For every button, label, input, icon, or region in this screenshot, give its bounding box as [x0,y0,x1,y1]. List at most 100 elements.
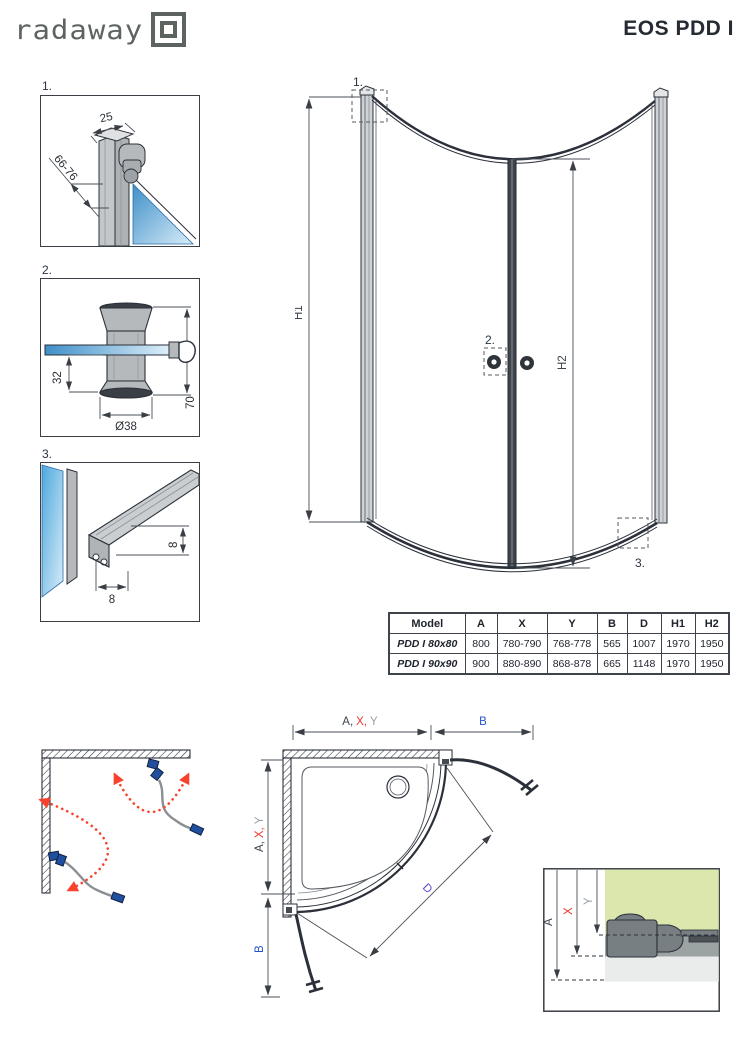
dim-8-height [116,525,189,556]
fig2-label: 2. [42,263,53,277]
dim-d [296,767,494,959]
col-d: D [626,612,662,634]
dim-38 [99,397,153,419]
wall-top [41,749,191,759]
cell-model: PDD I 80x80 [388,633,466,654]
cell-a: 800 [464,633,498,654]
dim-left [261,759,295,998]
door-swing-svg [38,749,205,904]
dim-8w-label: 8 [109,594,115,606]
cell-b: 665 [596,653,628,675]
brand-logo: radaway [14,12,187,47]
dim-66-76 [48,157,109,218]
hinge-icon [150,766,164,782]
callout2-label: 2. [485,333,495,347]
callout2-box [483,347,507,376]
glass-bar [44,344,172,356]
adjust-level-lines [551,934,718,981]
elevation-drawing: H1 H2 1. 2. [293,75,715,590]
hook-clamp [168,341,180,359]
dim-top-axy: A,X,Y [342,716,378,728]
dim-32 [65,354,103,393]
handle-icon [189,823,205,836]
door-open-right [449,758,539,796]
cell-model: PDD I 90x90 [388,653,466,675]
adjust-a-label: A [543,918,555,926]
col-x: X [496,612,548,634]
post-cap [653,87,669,98]
col-h1: H1 [660,612,696,634]
callout3-box [617,517,649,549]
adjust-x-label: X [563,907,575,915]
wall-left [282,757,292,918]
glass-clamp [118,143,146,184]
left-wall-profile [359,85,375,523]
door-swing-plan [35,740,245,925]
swing-arc-right [113,772,190,814]
col-b: B [596,612,628,634]
cell-h2: 1950 [694,633,730,654]
bottom-seal-bar [87,469,200,568]
cell-h1: 1970 [660,653,696,675]
fig1-wall-profile-detail: 25 66-76 [40,95,200,247]
dim-8-width [95,561,129,591]
fig2-knob-detail: 70 32 Ø38 [40,278,200,437]
glass-edge-line [135,179,197,240]
fig3-drawing: 8 8 [41,464,200,606]
cell-a: 900 [464,653,498,675]
dim-h1-label: H1 [295,305,305,320]
adjust-dims [553,870,601,979]
handle-icon [110,891,126,904]
dim-top-b: B [479,716,487,728]
table-header-row: Model A X Y B D H1 H2 [388,612,730,634]
cell-x: 880-890 [496,653,548,675]
center-door-joint [507,158,517,569]
handle-icon [525,784,539,796]
callout1-box [351,89,388,123]
dim-left-b: B [254,945,266,953]
towel-hook [178,340,196,363]
fig1-label: 1. [42,79,53,93]
handle-icon [305,979,321,987]
dim-38-label: Ø38 [115,421,137,433]
fig2-drawing: 70 32 Ø38 [44,302,197,433]
door-knob-left [487,355,501,369]
adjust-y-label: Y [583,897,595,905]
col-h2: H2 [694,612,730,634]
knob-body [98,302,154,399]
top-curved-rail [371,95,656,164]
dim-25-label: 25 [99,111,114,125]
right-wall-profile [653,87,669,524]
cell-b: 565 [596,633,628,654]
size-table-wrap: Model A X Y B D H1 H2 PDD I 80x80 800 78… [388,612,730,675]
wall-zone-light [605,956,719,982]
cell-h2: 1950 [694,653,730,675]
glass-pane [132,183,194,245]
door-left-plan [47,850,126,904]
dim-8h-label: 8 [168,542,180,548]
callout1-label: 1. [353,75,363,89]
wall-end-profile-left [282,903,298,916]
cell-h1: 1970 [660,633,696,654]
fig3-label: 3. [42,447,53,461]
hinge-icon [146,758,160,770]
door-knob-right [520,356,534,370]
dim-h2 [512,158,590,569]
brand-logo-icon [151,12,187,47]
product-title: EOS PDD I [623,17,734,40]
wall-profile-section [606,913,719,958]
dim-top [292,725,534,740]
handle-icon [520,779,534,791]
table-row: PDD I 80x80 800 780-790 768-778 565 1007… [388,633,730,654]
wall-adjust-svg: A X Y [543,868,720,1012]
cell-d: 1007 [626,633,662,654]
glass-pane [41,464,64,598]
elevation-svg: H1 H2 1. 2. [293,75,669,573]
door-right-plan [146,758,205,836]
col-a: A [464,612,498,634]
cell-x: 780-790 [496,633,548,654]
brand-logo-inner-square [160,21,178,38]
dim-left-axy: A,X,Y [254,816,266,852]
dim-25 [90,122,136,144]
glass-edge-profile [66,468,78,585]
